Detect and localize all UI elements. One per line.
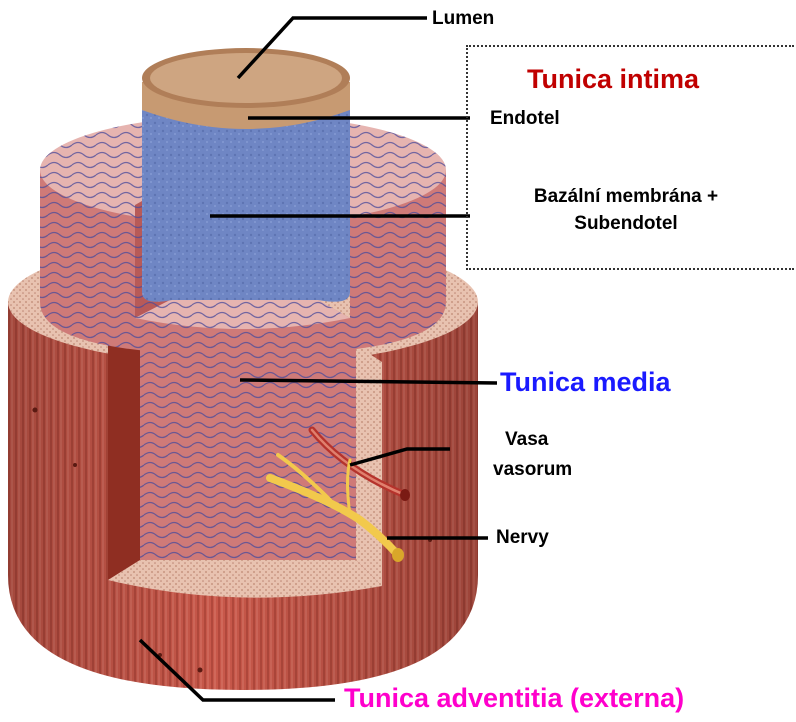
label-tunica-intima: Tunica intima — [527, 64, 699, 95]
adventitia-cutaway-left-face — [108, 330, 140, 580]
label-endotel: Endotel — [490, 108, 560, 130]
adventitia-spot — [198, 668, 203, 673]
label-vasa-vasorum: Vasa vasorum — [493, 425, 572, 485]
label-lumen: Lumen — [432, 8, 494, 30]
label-bazalni-line1: Bazální membrána + — [490, 186, 762, 208]
vasa-vasorum-opening — [400, 489, 410, 501]
label-bazalni-membrana: Bazální membrána + Subendotel — [490, 186, 762, 235]
label-vasa-line2: vasorum — [493, 455, 572, 485]
label-tunica-adventitia: Tunica adventitia (externa) — [344, 683, 684, 714]
adventitia-spot — [73, 463, 77, 467]
adventitia-spot — [33, 408, 38, 413]
label-tunica-media: Tunica media — [500, 367, 671, 398]
lumen-opening-inner — [150, 53, 342, 103]
label-nervy: Nervy — [496, 527, 549, 549]
label-vasa-line1: Vasa — [493, 425, 572, 455]
nerve-opening — [392, 548, 404, 562]
label-bazalni-line2: Subendotel — [490, 213, 762, 235]
intima-layer — [142, 48, 350, 302]
